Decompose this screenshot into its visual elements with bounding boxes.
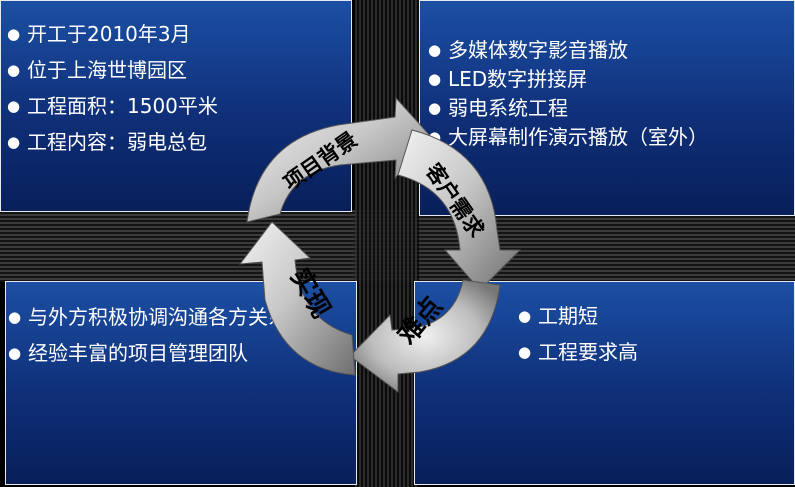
panel-difficulties: 工期短 工程要求高 [414, 281, 795, 485]
list-item: 位于上海世博园区 [7, 52, 218, 88]
background-stripes-vertical [355, 0, 419, 487]
list-item: 工程内容：弱电总包 [7, 124, 218, 160]
list-item: 多媒体数字影音播放 [428, 36, 708, 65]
arrow-implementation: 实现 [238, 221, 356, 376]
list-implementation: 与外方积极协调沟通各方关系 经验丰富的项目管理团队 [8, 299, 353, 371]
list-item: LED数字拼接屏 [428, 65, 708, 94]
arrow-difficulties: 难点 [349, 279, 501, 393]
list-item: 经验丰富的项目管理团队 [8, 335, 353, 371]
list-customer-needs: 多媒体数字影音播放 LED数字拼接屏 弱电系统工程 大屏幕制作演示播放（室外） [428, 36, 708, 152]
list-item: 弱电系统工程 [428, 94, 708, 123]
list-item: 工期短 [518, 298, 638, 334]
list-project-background: 开工于2010年3月 位于上海世博园区 工程面积：1500平米 工程内容：弱电总… [7, 16, 218, 160]
list-item: 工程面积：1500平米 [7, 88, 218, 124]
list-difficulties: 工期短 工程要求高 [518, 298, 638, 370]
list-item: 开工于2010年3月 [7, 16, 218, 52]
arrow-customer-needs: 客户需求 [397, 129, 522, 291]
list-item: 工程要求高 [518, 334, 638, 370]
panel-customer-needs: 多媒体数字影音播放 LED数字拼接屏 弱电系统工程 大屏幕制作演示播放（室外） [419, 0, 795, 216]
list-item: 与外方积极协调沟通各方关系 [8, 299, 353, 335]
